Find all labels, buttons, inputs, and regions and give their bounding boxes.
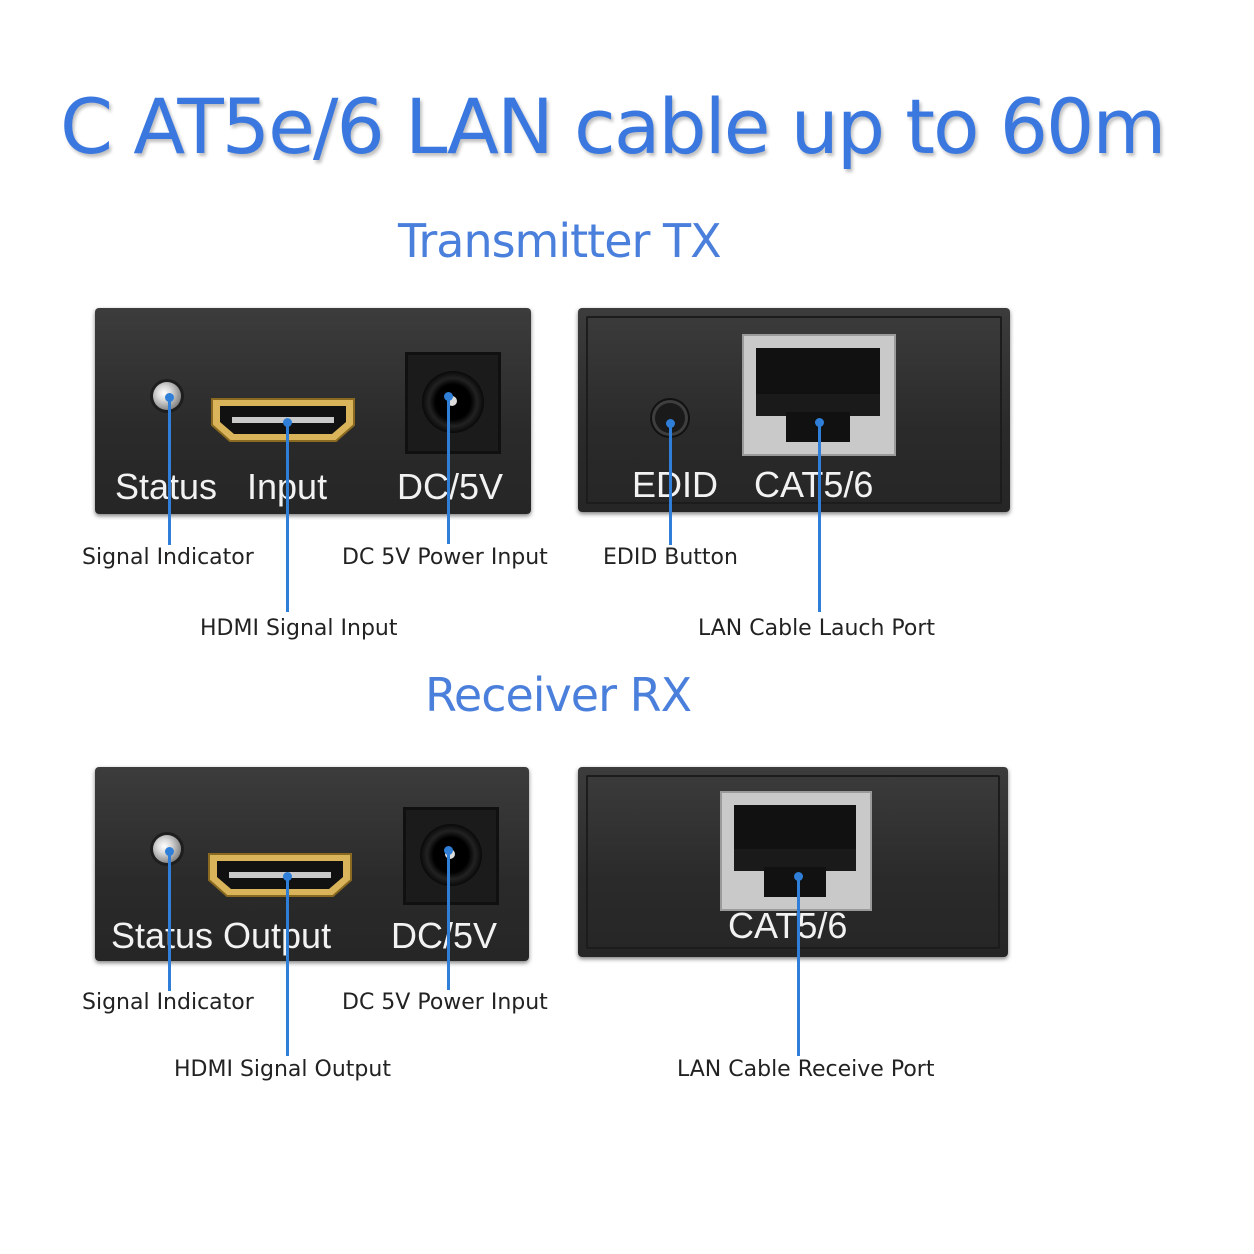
tx-cat-label: CAT5/6 [754, 464, 874, 505]
rx-hdmi-line [286, 876, 289, 1056]
tx-front-panel: Status Input DC/5V [95, 308, 531, 514]
tx-signal-indicator-line [168, 397, 171, 545]
rx-hdmi-port-icon [208, 853, 352, 897]
tx-dc-power-callout: DC 5V Power Input [342, 545, 548, 570]
rx-output-label: Output [223, 915, 332, 956]
rx-front-panel: Status Output DC/5V [95, 767, 529, 961]
hdmi-input-callout: HDMI Signal Input [200, 616, 398, 641]
hdmi-output-callout: HDMI Signal Output [174, 1057, 391, 1082]
tx-status-label: Status [115, 466, 218, 507]
rx-lan-line [797, 876, 800, 1056]
rx-dc-jack [403, 807, 499, 905]
rx-dc-power-callout: DC 5V Power Input [342, 990, 548, 1015]
lan-launch-callout: LAN Cable Lauch Port [698, 616, 936, 641]
tx-dc-jack [405, 352, 501, 454]
rx-dc-line [447, 850, 450, 990]
tx-lan-line [818, 422, 821, 612]
rx-signal-indicator-line [168, 851, 171, 991]
rx-status-label: Status [111, 915, 214, 956]
edid-button-callout: EDID Button [603, 545, 738, 570]
tx-signal-indicator-callout: Signal Indicator [82, 545, 254, 570]
rx-dc-label: DC/5V [391, 915, 498, 956]
tx-dc-label: DC/5V [397, 466, 504, 507]
tx-dc-line [447, 396, 450, 544]
tx-rear-panel: EDID CAT5/6 [578, 308, 1010, 512]
rx-signal-indicator-callout: Signal Indicator [82, 990, 254, 1015]
transmitter-heading: Transmitter TX [398, 214, 722, 268]
edid-label: EDID [632, 464, 719, 505]
rx-rj45-port [720, 791, 872, 911]
rx-cat-label: CAT5/6 [728, 905, 848, 946]
edid-line [669, 423, 672, 545]
rx-rear-panel: CAT5/6 [578, 767, 1008, 957]
lan-receive-callout: LAN Cable Receive Port [677, 1057, 935, 1082]
tx-hdmi-line [286, 422, 289, 612]
receiver-heading: Receiver RX [425, 668, 692, 722]
main-title: C AT5e/6 LAN cable up to 60m [60, 82, 1166, 171]
